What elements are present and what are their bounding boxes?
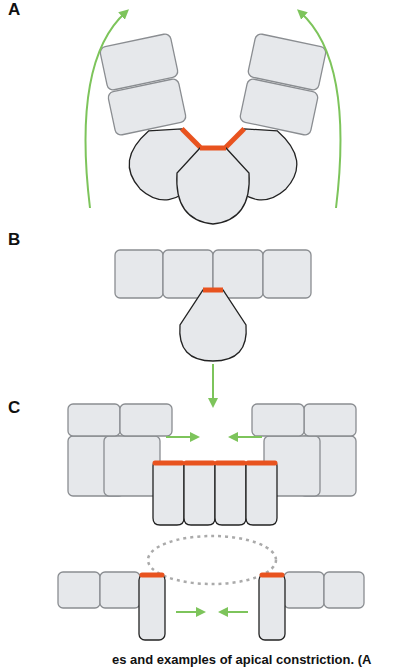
panel-letter: C	[8, 398, 20, 418]
motion-arrow	[166, 436, 196, 438]
motion-arrow	[232, 436, 262, 438]
motion-arrow	[300, 12, 341, 208]
panel-a-cells	[99, 33, 327, 224]
figure-caption: es and examples of apical constriction. …	[112, 652, 371, 667]
motion-arrow	[212, 364, 214, 404]
panel-b-cells	[115, 250, 311, 361]
panel-letter: B	[8, 230, 20, 250]
panel-letter: A	[8, 0, 20, 20]
panel-c-sheet	[68, 404, 356, 525]
motion-arrow	[222, 611, 248, 613]
motion-arrow	[176, 611, 202, 613]
panel-c-ring	[58, 536, 364, 640]
motion-arrow	[86, 12, 127, 208]
